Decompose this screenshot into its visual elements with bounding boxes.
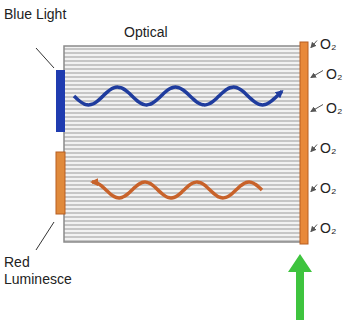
part-label: Optical <box>124 24 194 41</box>
oxygen-arrow <box>311 185 317 192</box>
oxygen-arrow <box>311 145 317 152</box>
red-luminescence-port <box>56 152 65 214</box>
fiber-bundle <box>64 46 302 242</box>
oxygen-arrow <box>311 105 323 112</box>
blue-light-source <box>56 70 65 132</box>
oxygen-arrow <box>311 71 323 78</box>
gas-label: O₂ <box>320 220 350 237</box>
sensing-film <box>300 42 308 244</box>
input-arrow <box>288 254 312 320</box>
red-wave <box>92 182 262 198</box>
gas-label: O₂ <box>320 180 350 197</box>
oxygen-arrow <box>311 41 317 48</box>
leader-line <box>36 48 54 68</box>
oxygen-arrows <box>311 41 323 232</box>
oxygen-arrow <box>311 225 317 232</box>
leader-line <box>36 222 54 250</box>
blue-wave <box>74 87 282 105</box>
light-waves <box>74 87 282 198</box>
callout-label: Red Luminesce <box>4 254 84 288</box>
gas-label: O₂ <box>320 140 350 157</box>
gas-label: O₂ <box>320 36 350 53</box>
gas-label: O₂ <box>326 66 356 83</box>
gas-label: O₂ <box>326 100 356 117</box>
callout-label: Blue Light <box>4 6 94 23</box>
